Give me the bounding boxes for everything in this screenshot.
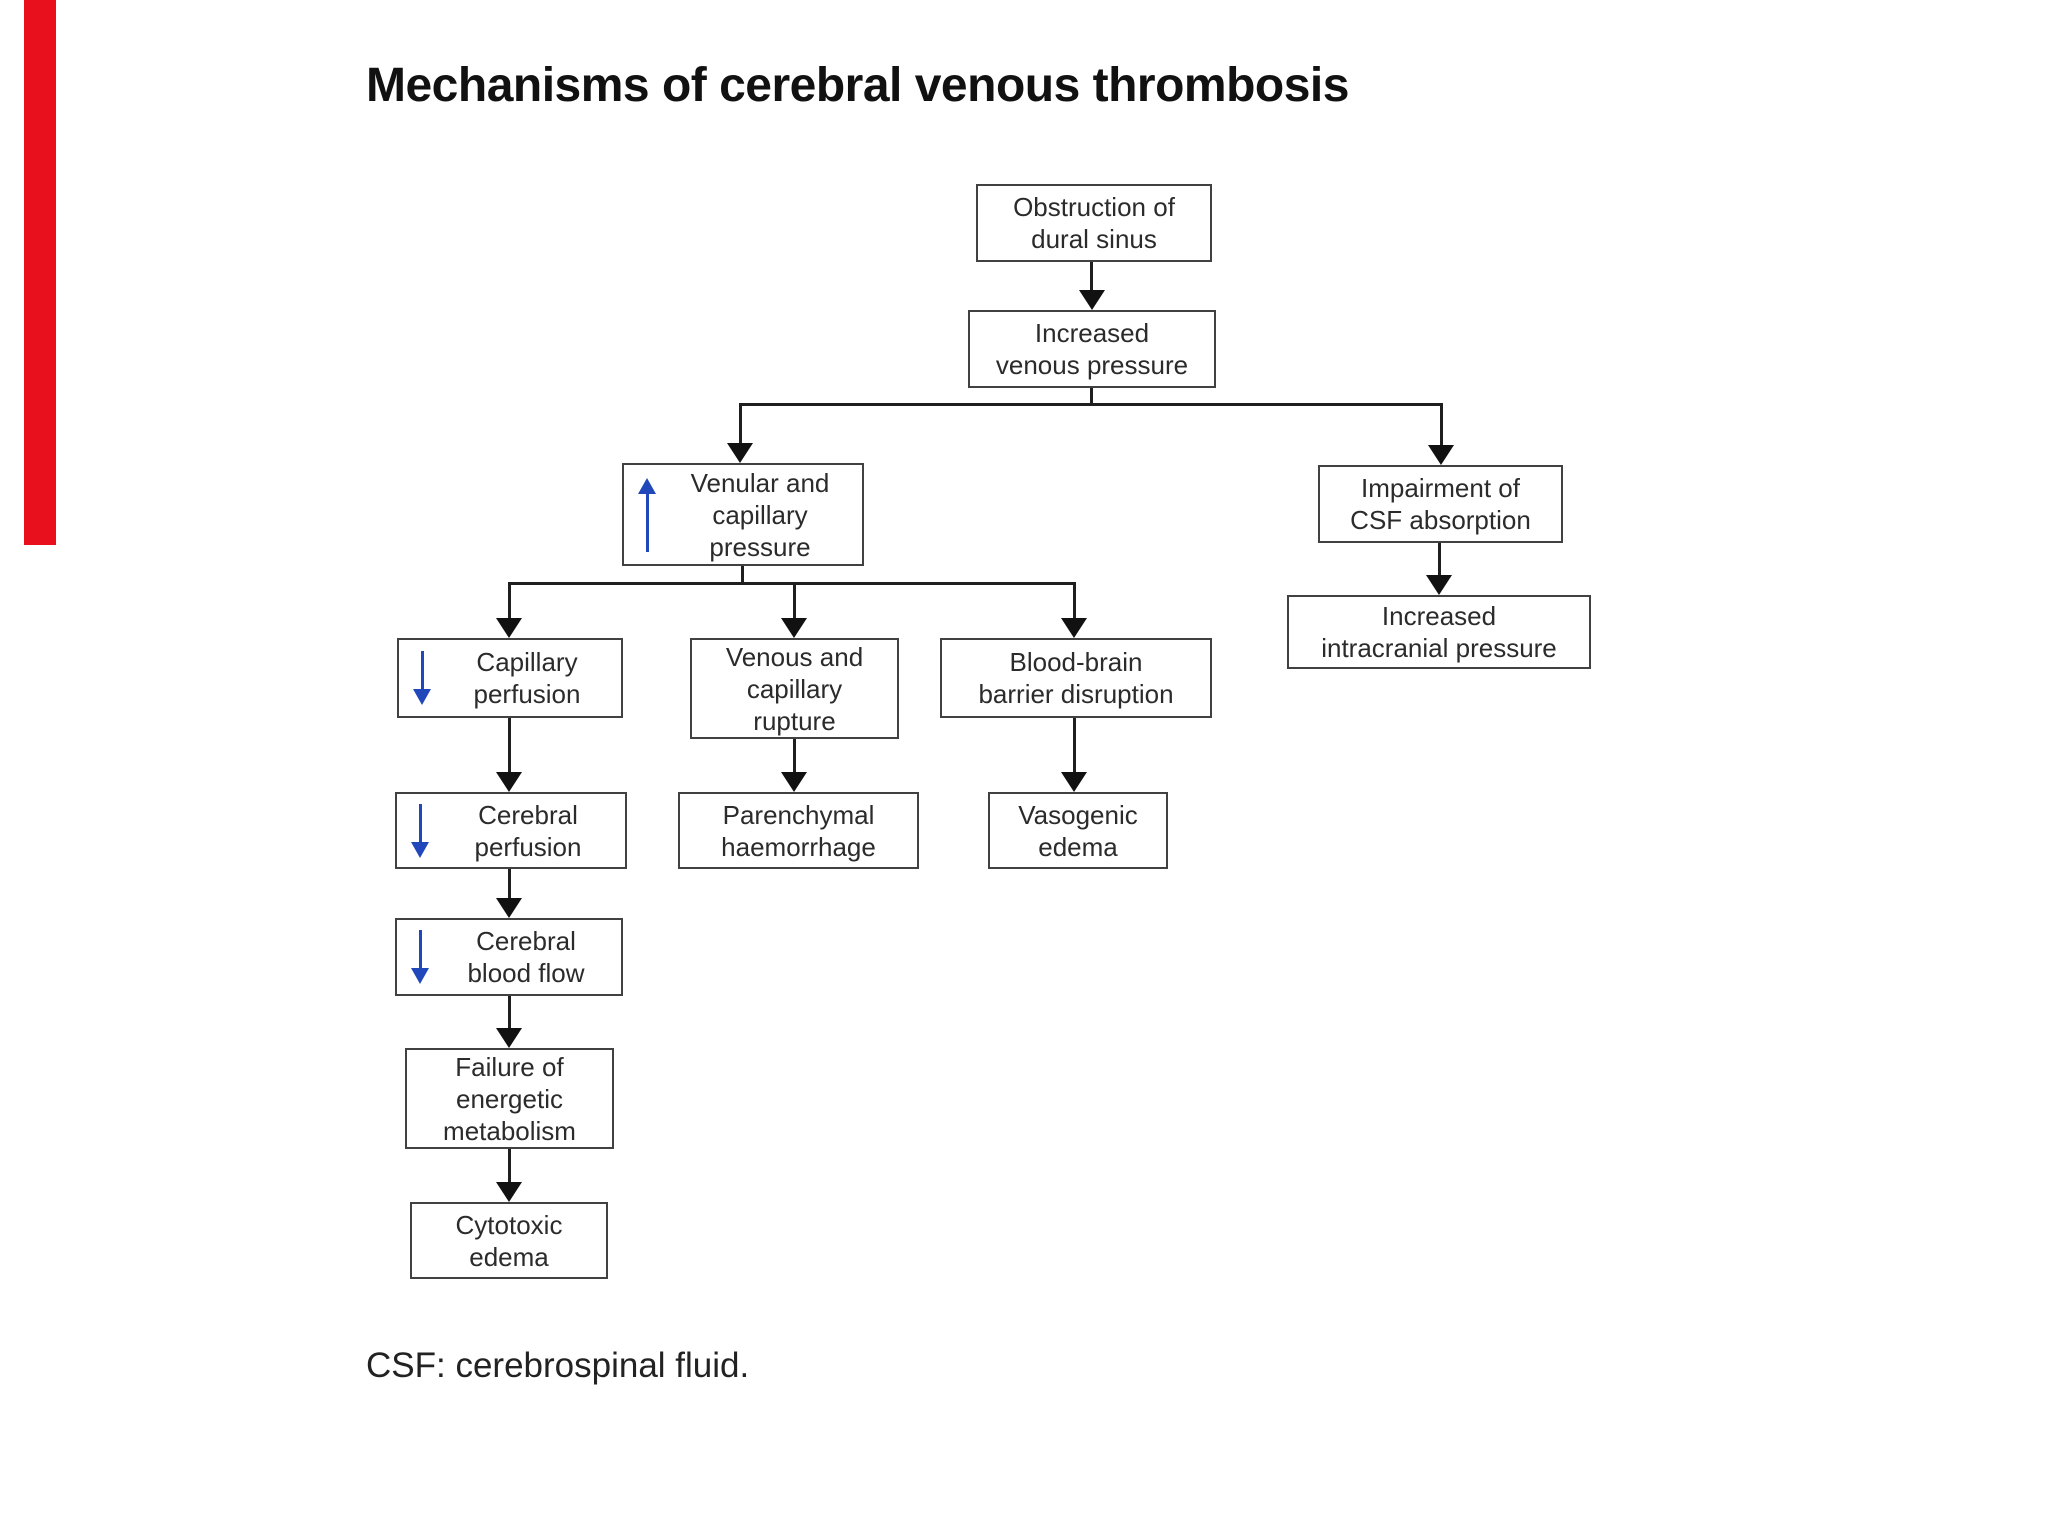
node-label: Capillary perfusion — [473, 647, 581, 709]
arrow-shaft — [418, 930, 422, 968]
connector-branch1-right-drop — [1440, 403, 1443, 445]
arrowhead-icon — [496, 1182, 522, 1202]
node-label: Vasogenic edema — [1018, 799, 1138, 862]
node-obstruction-of-dural-sinus: Obstruction of dural sinus — [976, 184, 1212, 262]
decrease-arrow-icon — [409, 803, 431, 858]
arrowhead-icon — [1061, 618, 1087, 638]
decrease-arrow-icon — [409, 930, 431, 984]
node-parenchymal-haemorrhage: Parenchymal haemorrhage — [678, 792, 919, 869]
node-increased-venous-pressure: Increased venous pressure — [968, 310, 1216, 388]
arrowhead-icon — [496, 618, 522, 638]
red-accent-bar — [24, 0, 56, 545]
connector-capillary-to-cerebral — [508, 718, 511, 772]
arrowhead-icon — [781, 618, 807, 638]
arrow-shaft — [418, 803, 422, 842]
node-vasogenic-edema: Vasogenic edema — [988, 792, 1168, 869]
node-venular-capillary-pressure: Venular and capillary pressure — [622, 463, 864, 566]
connector-obstruction-to-venous — [1090, 262, 1093, 290]
node-label: Blood-brain barrier disruption — [978, 647, 1174, 709]
connector-branch2-mid-drop — [793, 582, 796, 618]
connector-branch1 — [739, 403, 1443, 406]
arrowhead-icon — [1061, 772, 1087, 792]
arrowhead-icon — [727, 443, 753, 463]
arrowhead-icon — [1426, 575, 1452, 595]
arrow-head — [638, 477, 656, 494]
node-label: Increased venous pressure — [995, 318, 1189, 380]
arrow-head — [411, 968, 429, 984]
node-label: Failure of energetic metabolism — [443, 1051, 576, 1146]
node-failure-energetic-metabolism: Failure of energetic metabolism — [405, 1048, 614, 1149]
arrowhead-icon — [1428, 445, 1454, 465]
increase-arrow-icon — [636, 477, 658, 552]
arrowhead-icon — [781, 772, 807, 792]
arrowhead-icon — [1079, 290, 1105, 310]
connector-branch2-left-drop — [508, 582, 511, 618]
node-label: Impairment of CSF absorption — [1350, 473, 1531, 535]
node-cytotoxic-edema: Cytotoxic edema — [410, 1202, 608, 1279]
node-label: Cerebral perfusion — [474, 799, 582, 862]
arrowhead-icon — [496, 772, 522, 792]
connector-failure-to-cytotoxic — [508, 1149, 511, 1182]
node-blood-brain-barrier-disruption: Blood-brain barrier disruption — [940, 638, 1212, 718]
arrow-head — [411, 841, 429, 858]
connector-branch1-left-drop — [739, 403, 742, 443]
node-label: Venous and capillary rupture — [725, 641, 864, 736]
arrow-head — [413, 689, 431, 705]
arrowhead-icon — [496, 898, 522, 918]
connector-venular-stub — [741, 566, 744, 584]
connector-rupture-to-parenchymal — [793, 739, 796, 772]
connector-venous-stub — [1090, 388, 1093, 406]
footnote: CSF: cerebrospinal fluid. — [366, 1346, 750, 1385]
node-label: Cytotoxic edema — [455, 1209, 563, 1272]
connector-branch2-right-drop — [1073, 582, 1076, 618]
node-venous-capillary-rupture: Venous and capillary rupture — [690, 638, 899, 739]
node-impairment-csf-absorption: Impairment of CSF absorption — [1318, 465, 1563, 543]
connector-cbf-to-failure — [508, 996, 511, 1028]
node-cerebral-perfusion: Cerebral perfusion — [395, 792, 627, 869]
arrow-shaft — [645, 493, 649, 552]
connector-cerebral-to-cbf — [508, 869, 511, 898]
node-increased-intracranial-pressure: Increased intracranial pressure — [1287, 595, 1591, 669]
connector-branch2 — [508, 582, 1076, 585]
decrease-arrow-icon — [411, 651, 433, 705]
node-capillary-perfusion: Capillary perfusion — [397, 638, 623, 718]
page-title: Mechanisms of cerebral venous thrombosis — [366, 59, 1349, 112]
connector-impairment-to-icp — [1438, 543, 1441, 575]
node-label: Parenchymal haemorrhage — [721, 799, 876, 862]
connector-bbb-to-vasogenic — [1073, 718, 1076, 772]
arrowhead-icon — [496, 1028, 522, 1048]
node-label: Cerebral blood flow — [467, 926, 585, 988]
node-label: Venular and capillary pressure — [690, 467, 830, 562]
node-cerebral-blood-flow: Cerebral blood flow — [395, 918, 623, 996]
arrow-shaft — [420, 651, 424, 689]
node-label: Increased intracranial pressure — [1321, 601, 1557, 663]
node-label: Obstruction of dural sinus — [1013, 192, 1175, 254]
